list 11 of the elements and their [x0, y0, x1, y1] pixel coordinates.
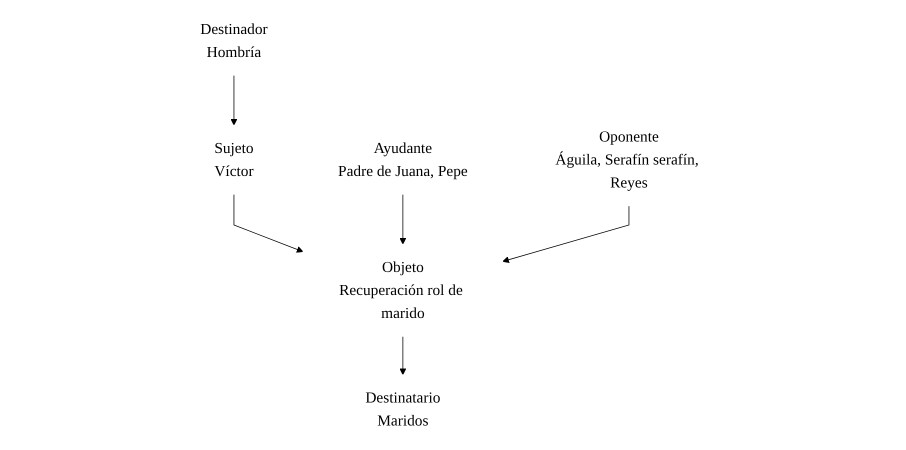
arrow — [502, 205, 630, 263]
node-text: Ayudante Padre de Juana, Pepe — [338, 140, 468, 180]
arrow — [230, 74, 238, 126]
node-text: Destinatario Maridos — [365, 389, 440, 430]
arrow — [400, 194, 406, 244]
node-text: Objeto Recuperación rol de marido — [339, 258, 463, 322]
node-text: Oponente Águila, Serafín serafín, Reyes — [555, 128, 699, 192]
arrow — [234, 194, 304, 253]
node-text: Sujeto Víctor — [214, 140, 254, 180]
node-text: Destinador Hombría — [200, 20, 268, 61]
arrow — [400, 336, 406, 376]
